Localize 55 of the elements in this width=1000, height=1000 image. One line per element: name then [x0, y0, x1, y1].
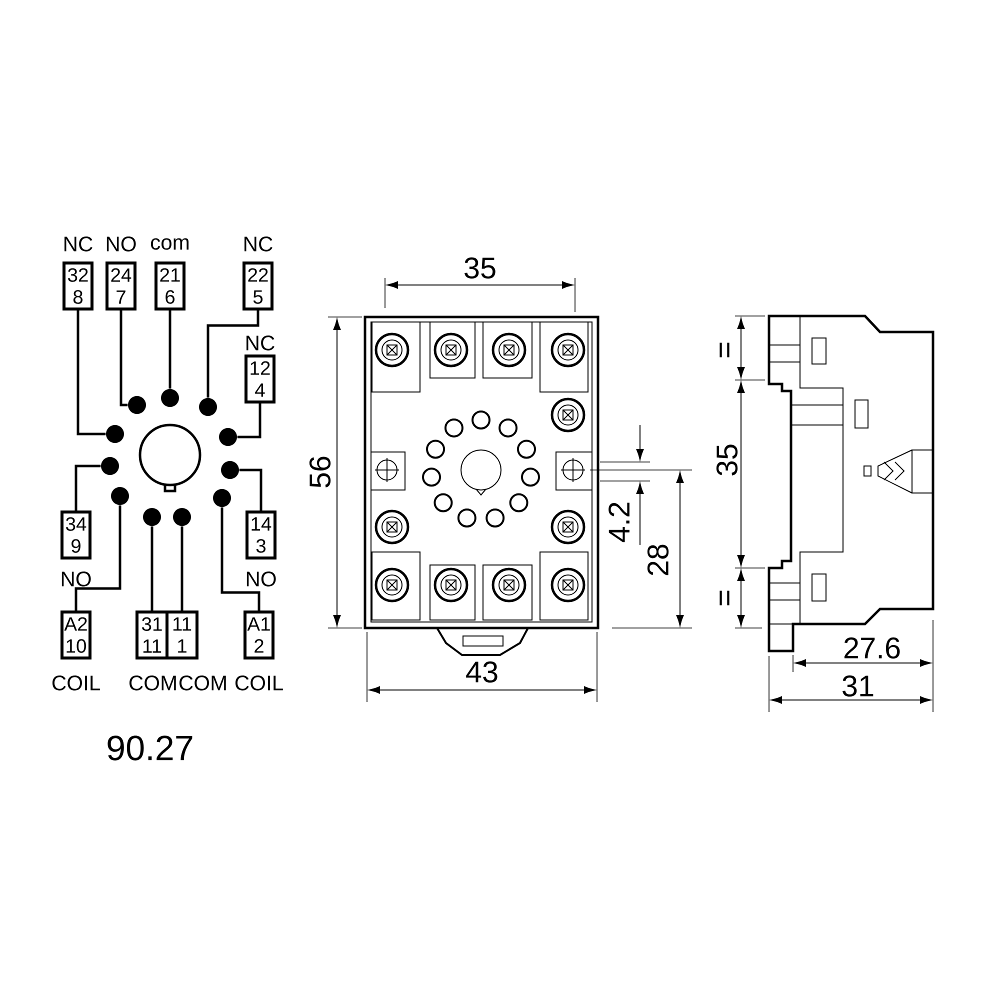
pin-dot [143, 508, 161, 526]
wire [239, 468, 262, 510]
pin-dot [199, 398, 217, 416]
wire [220, 507, 260, 610]
terminal-box: 12 4 [244, 354, 276, 404]
pin-dot [219, 428, 237, 446]
pin-dot [106, 425, 124, 443]
wire [168, 310, 172, 389]
dimension-label: = [720, 342, 730, 358]
dimension-label: = [720, 590, 730, 606]
terminal-box: A1 2 [244, 610, 274, 660]
pin-dot [101, 457, 119, 475]
pin-dot [111, 487, 129, 505]
wire [237, 404, 262, 438]
dimension-label: 31 [842, 675, 874, 697]
pin-dot [128, 396, 146, 414]
wire [76, 310, 106, 436]
terminal-box: 11 1 [166, 610, 198, 660]
dimension-label: 43 [466, 661, 498, 683]
terminal-label: NC [244, 236, 272, 252]
terminal-box: 31 11 [136, 610, 168, 660]
pin-dot [161, 389, 179, 407]
terminal-label: NC [64, 236, 92, 252]
terminal-label: NO [62, 572, 91, 586]
wire [74, 505, 122, 610]
pin-dot [221, 461, 239, 479]
terminal-label: COM [129, 676, 176, 690]
wire [120, 310, 128, 406]
wire [180, 526, 184, 610]
dimension-label: 35 [464, 257, 496, 279]
dimension-label: 56 [309, 456, 331, 488]
dimension-label: 27.6 [844, 637, 900, 659]
dimension-label: 4.2 [608, 502, 630, 542]
dimension-label: 35 [716, 444, 738, 476]
pin-dot [173, 508, 191, 526]
terminal-label: COIL [235, 676, 283, 690]
dimension-label: 28 [647, 544, 669, 576]
model-number: 90.27 [108, 736, 192, 760]
wire [150, 526, 154, 610]
terminal-box: 14 3 [246, 510, 276, 560]
terminal-label: COM [179, 676, 226, 690]
pin-dot [213, 489, 231, 507]
terminal-box: A2 10 [60, 610, 92, 660]
terminal-label: NC [246, 336, 274, 350]
terminal-label: com [150, 238, 189, 250]
terminal-box: 22 5 [242, 262, 274, 310]
terminal-label: NO [246, 572, 276, 586]
terminal-box: 32 8 [62, 262, 94, 310]
wire [74, 464, 101, 510]
terminal-label: NO [106, 236, 136, 252]
terminal-box: 24 7 [106, 262, 136, 310]
terminal-box: 21 6 [154, 262, 186, 310]
wire [206, 310, 260, 398]
terminal-label: COIL [52, 676, 100, 690]
terminal-box: 34 9 [60, 510, 92, 560]
